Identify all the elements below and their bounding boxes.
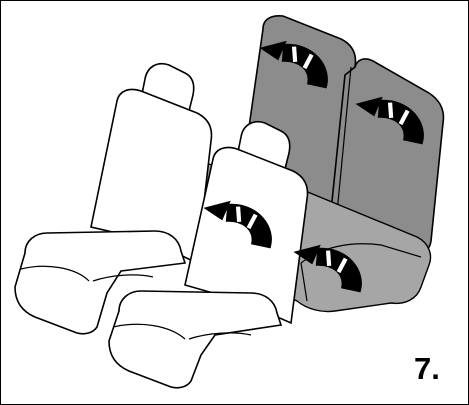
backrest-right: [184, 146, 309, 325]
front-seat-right: [108, 121, 309, 389]
step-number: 7.: [414, 351, 440, 386]
front-seat-left: [14, 63, 213, 335]
backrest-left: [90, 88, 213, 265]
cushion-right: [108, 290, 283, 389]
cushion-left: [14, 230, 187, 335]
